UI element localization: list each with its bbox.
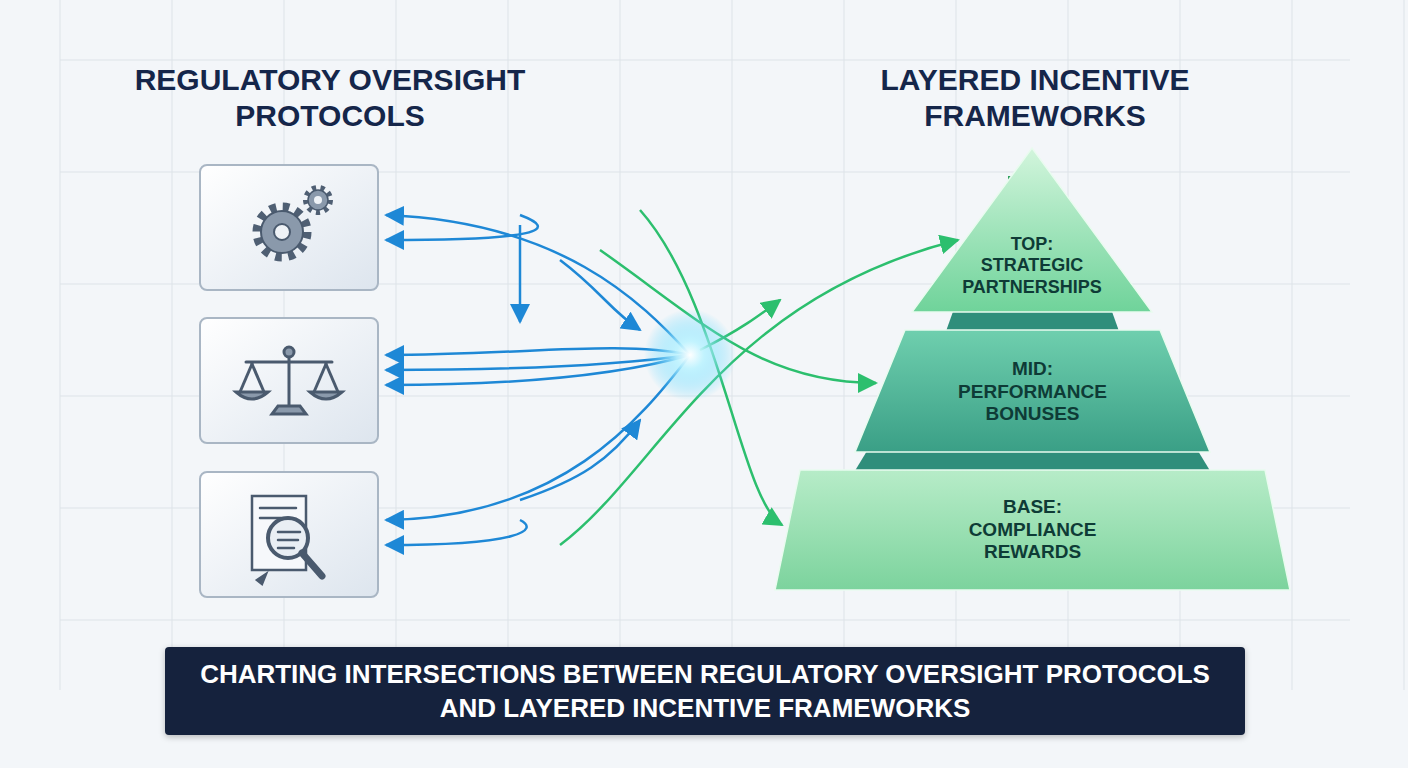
oversight-arrows	[386, 215, 690, 545]
intersection-glow	[644, 309, 736, 401]
pyramid-joints	[853, 306, 1212, 474]
tier-label: TOP: STRATEGIC PARTNERSHIPS	[962, 234, 1102, 298]
pyramid-tier: MID: PERFORMANCE BONUSES	[855, 330, 1210, 452]
pyramid-tier: TOP: STRATEGIC PARTNERSHIPS	[912, 148, 1152, 312]
tier-label: MID: PERFORMANCE BONUSES	[958, 358, 1107, 425]
oversight-icon-boxes	[200, 165, 378, 597]
caption-text: CHARTING INTERSECTIONS BETWEEN REGULATOR…	[165, 657, 1245, 725]
background-grid	[60, 0, 1404, 690]
scales-icon	[236, 347, 342, 414]
gear-icon	[257, 188, 330, 257]
pyramid-tier: BASE: COMPLIANCE REWARDS	[775, 470, 1290, 590]
column-heading: LAYERED INCENTIVE FRAMEWORKS	[815, 62, 1255, 134]
caption-banner: CHARTING INTERSECTIONS BETWEEN REGULATOR…	[165, 647, 1245, 735]
column-heading: REGULATORY OVERSIGHT PROTOCOLS	[90, 62, 570, 134]
audit-magnifier-icon	[252, 496, 322, 584]
tier-label: BASE: COMPLIANCE REWARDS	[969, 496, 1097, 563]
